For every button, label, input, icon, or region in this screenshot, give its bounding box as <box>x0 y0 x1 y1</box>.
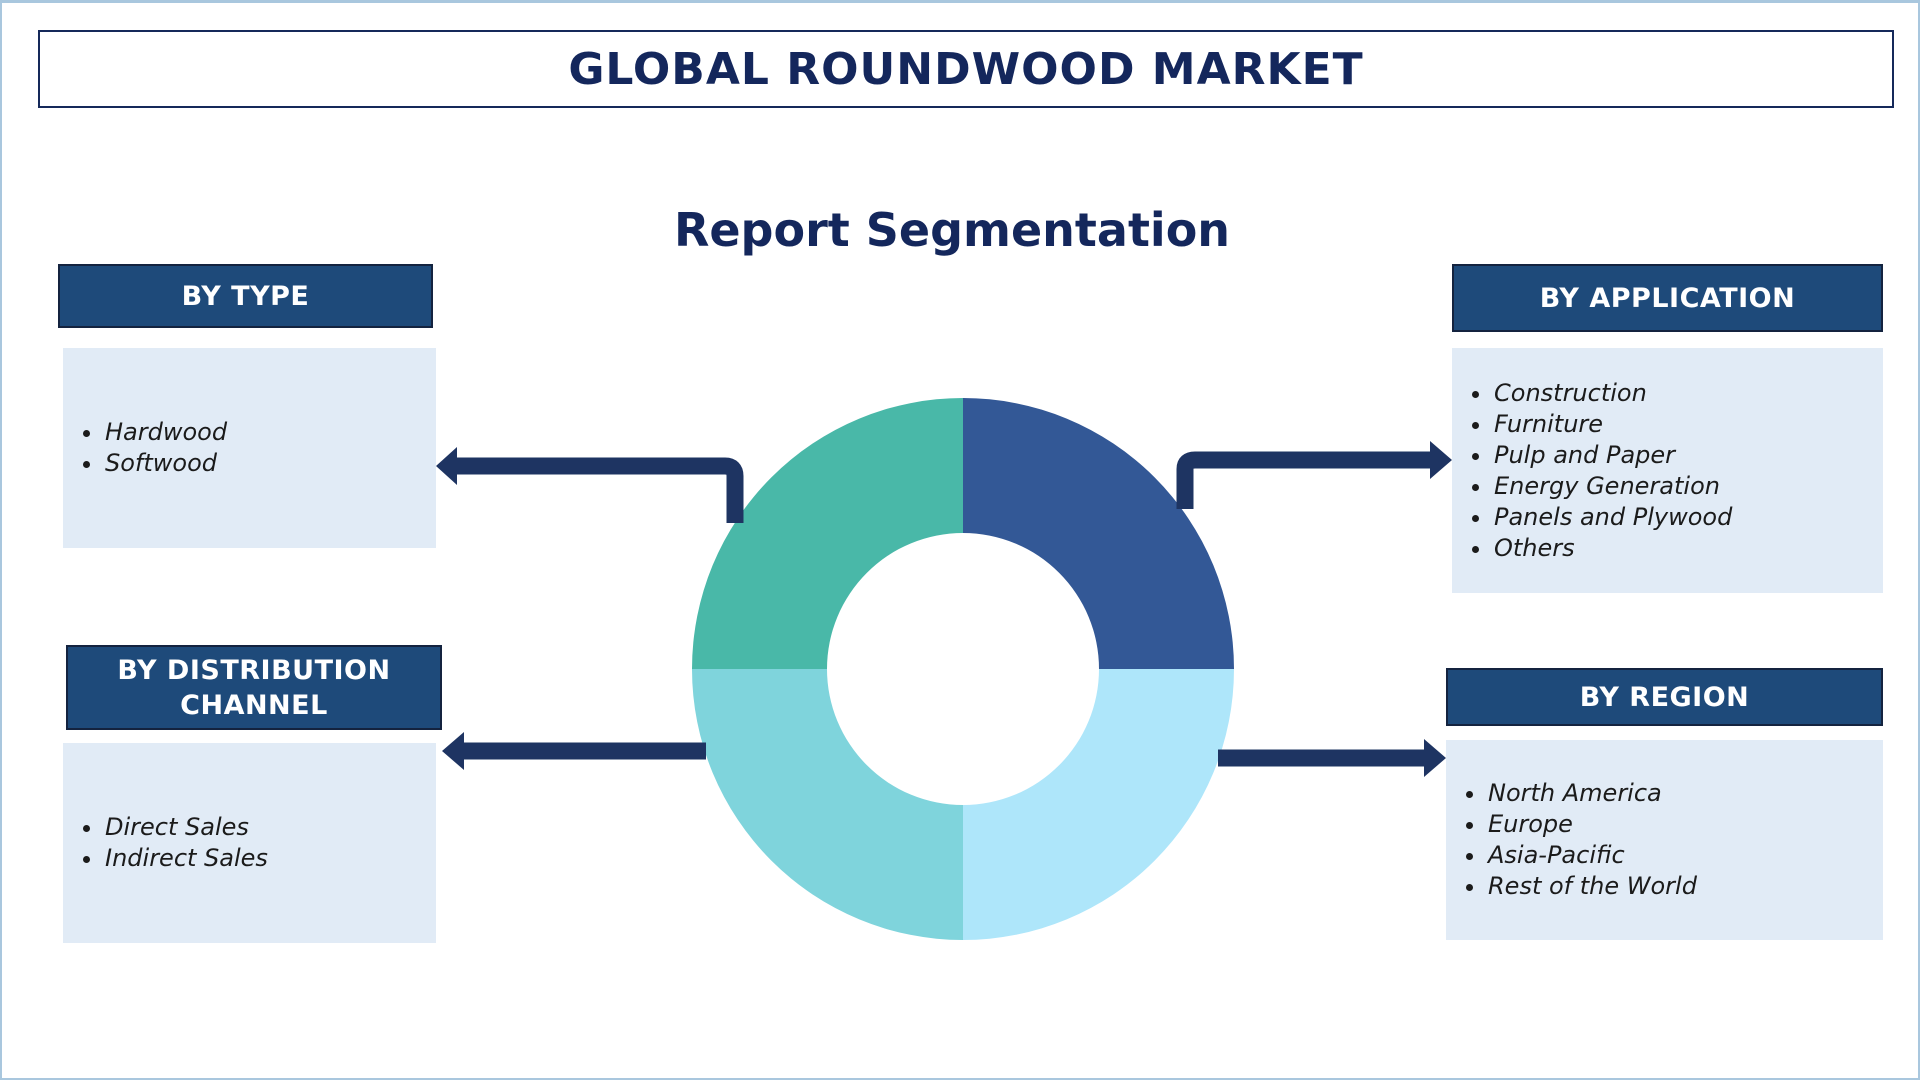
list-item: Direct Sales <box>83 812 268 843</box>
by-application-header: BY APPLICATION <box>1452 264 1883 332</box>
arrow-to-distribution <box>442 732 706 770</box>
by-distribution-list: Direct Sales Indirect Sales <box>63 812 268 874</box>
list-item: Indirect Sales <box>83 844 268 872</box>
by-application-header-label: BY APPLICATION <box>1539 282 1796 314</box>
by-distribution-channel-header: BY DISTRIBUTION CHANNEL <box>66 645 442 730</box>
list-item: Furniture <box>1471 409 1732 440</box>
report-segmentation-title: Report Segmentation <box>673 203 1231 257</box>
by-type-header: BY TYPE <box>58 264 433 328</box>
ring-segment-top-right <box>963 398 1234 669</box>
donut-ring <box>692 398 1234 940</box>
by-distribution-header-line2: CHANNEL <box>180 689 328 721</box>
list-item: Rest of the World <box>1466 872 1697 900</box>
ring-segment-top-left <box>692 398 963 669</box>
by-region-header: BY REGION <box>1446 668 1883 726</box>
by-type-list-box: Hardwood Softwood <box>63 348 436 548</box>
list-item: Construction <box>1471 378 1732 409</box>
arrow-to-application <box>1176 441 1452 509</box>
list-item: Energy Generation <box>1471 471 1732 502</box>
by-application-list: Construction Furniture Pulp and Paper En… <box>1452 378 1732 564</box>
list-item: North America <box>1466 778 1697 809</box>
list-item: Panels and Plywood <box>1471 502 1733 531</box>
list-item: Asia-Pacific <box>1466 840 1697 871</box>
list-item: Europe <box>1466 809 1697 840</box>
ring-segment-bottom-right <box>963 669 1234 940</box>
by-application-list-box: Construction Furniture Pulp and Paper En… <box>1452 348 1883 593</box>
arrow-to-type <box>436 447 744 523</box>
by-type-list: Hardwood Softwood <box>63 417 227 479</box>
title-banner: GLOBAL ROUNDWOOD MARKET <box>38 30 1894 108</box>
list-item: Softwood <box>82 448 227 479</box>
main-title: GLOBAL ROUNDWOOD MARKET <box>568 43 1364 95</box>
ring-segment-bottom-left <box>692 669 963 940</box>
list-item: Others <box>1471 533 1732 564</box>
by-type-header-label: BY TYPE <box>181 280 310 312</box>
list-item: Pulp and Paper <box>1471 440 1732 471</box>
by-region-list: North America Europe Asia-Pacific Rest o… <box>1446 778 1697 902</box>
arrow-to-region <box>1218 739 1446 777</box>
by-region-header-label: BY REGION <box>1579 681 1750 713</box>
by-distribution-header-line1: BY DISTRIBUTION <box>117 654 391 686</box>
list-item: Hardwood <box>82 418 228 446</box>
by-distribution-list-box: Direct Sales Indirect Sales <box>63 743 436 943</box>
by-region-list-box: North America Europe Asia-Pacific Rest o… <box>1446 740 1883 940</box>
